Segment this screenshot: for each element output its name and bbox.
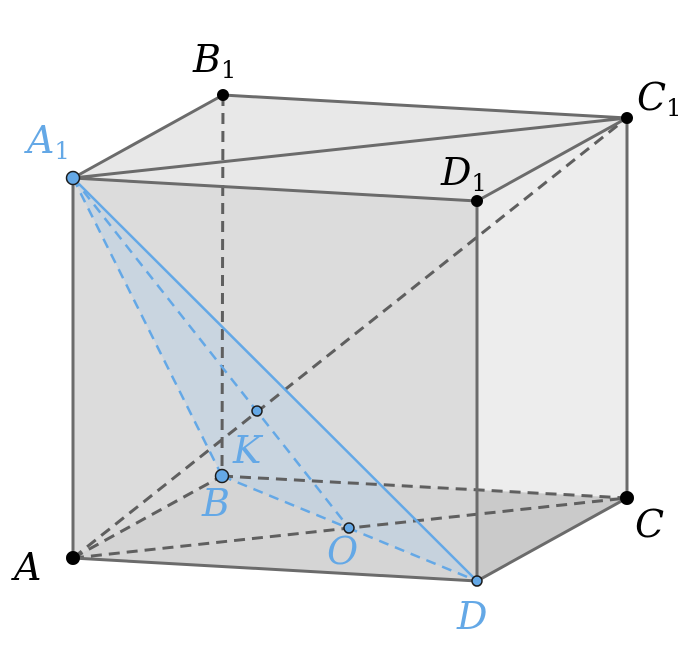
edge-d1c1 xyxy=(476,116,628,203)
hidden-edge-ab xyxy=(72,474,223,560)
label-o: O xyxy=(327,529,358,573)
point-c1 xyxy=(621,112,633,124)
edge-dc xyxy=(476,496,628,583)
point-d xyxy=(471,575,483,587)
diagonal-a1c1 xyxy=(72,116,628,180)
point-k xyxy=(251,405,263,417)
point-a xyxy=(66,551,80,565)
point-d1 xyxy=(471,195,483,207)
label-c1: C1 xyxy=(637,75,681,122)
section-edge-a1b xyxy=(71,177,224,477)
label-a1: A1 xyxy=(24,118,70,165)
label-c: C xyxy=(635,502,664,546)
segment-a1o xyxy=(72,177,350,529)
hidden-diagonal-ac1 xyxy=(72,116,628,560)
point-b xyxy=(214,468,230,484)
point-c xyxy=(620,491,634,505)
label-k: K xyxy=(232,428,264,472)
edge-b1c1 xyxy=(222,93,628,120)
hidden-edge-bc xyxy=(221,474,628,500)
label-d1: D1 xyxy=(440,150,487,197)
edge-a1b1 xyxy=(72,93,224,180)
point-b1 xyxy=(217,89,229,101)
label-b: B xyxy=(201,481,230,525)
point-a1 xyxy=(65,170,81,186)
label-d: D xyxy=(456,594,487,638)
label-a: A xyxy=(11,545,41,589)
point-o xyxy=(343,522,355,534)
section-edge-a1d xyxy=(72,177,478,582)
label-b1: B1 xyxy=(192,37,236,84)
hidden-edge-bb1 xyxy=(220,94,225,477)
face-right xyxy=(477,118,627,581)
